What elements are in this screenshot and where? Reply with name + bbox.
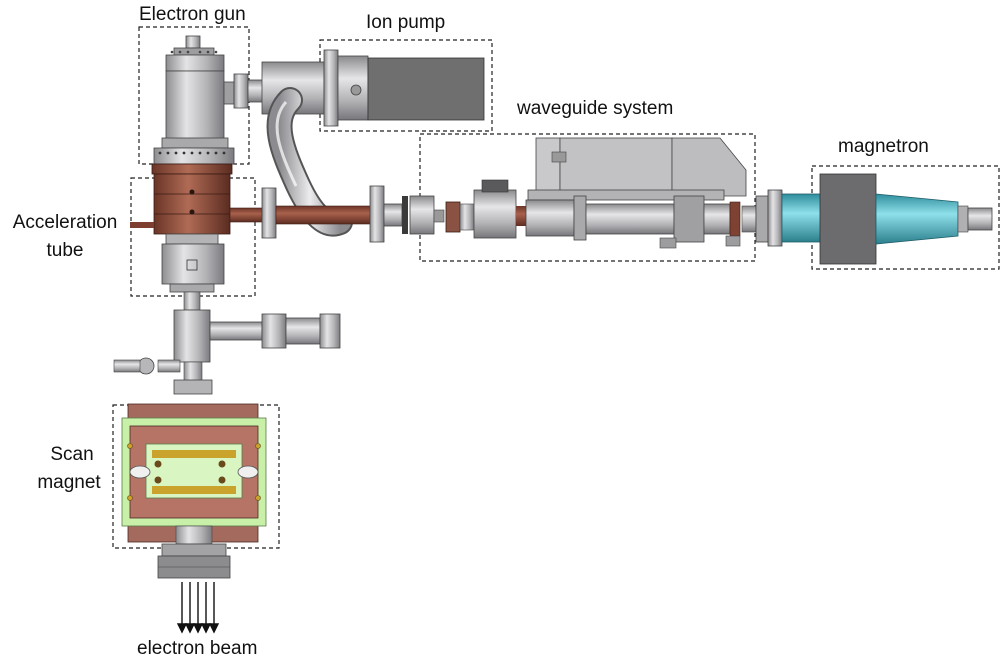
electron-gun bbox=[153, 35, 265, 165]
label-electron-beam: electron beam bbox=[137, 638, 258, 659]
magnetron bbox=[741, 173, 993, 265]
label-electron-gun: Electron gun bbox=[139, 4, 246, 25]
label-waveguide-system: waveguide system bbox=[517, 98, 674, 119]
label-acceleration-tube-line2: tube bbox=[46, 240, 84, 261]
label-ion-pump: Ion pump bbox=[366, 12, 446, 33]
label-scan-magnet-line2: magnet bbox=[37, 472, 101, 493]
label-magnetron: magnetron bbox=[838, 136, 929, 157]
waveguide-system bbox=[525, 137, 747, 249]
label-scan-magnet-line1: Scan bbox=[50, 444, 94, 465]
waveguide-beamline bbox=[229, 179, 526, 243]
box-ion-pump bbox=[319, 39, 493, 132]
ion-pump bbox=[261, 49, 485, 127]
electron-beam-arrows bbox=[176, 582, 220, 634]
scan-magnet bbox=[121, 403, 267, 579]
acceleration-tube bbox=[130, 163, 233, 293]
label-acceleration-tube-line1: Acceleration bbox=[12, 212, 118, 233]
lower-beamline bbox=[113, 291, 341, 395]
